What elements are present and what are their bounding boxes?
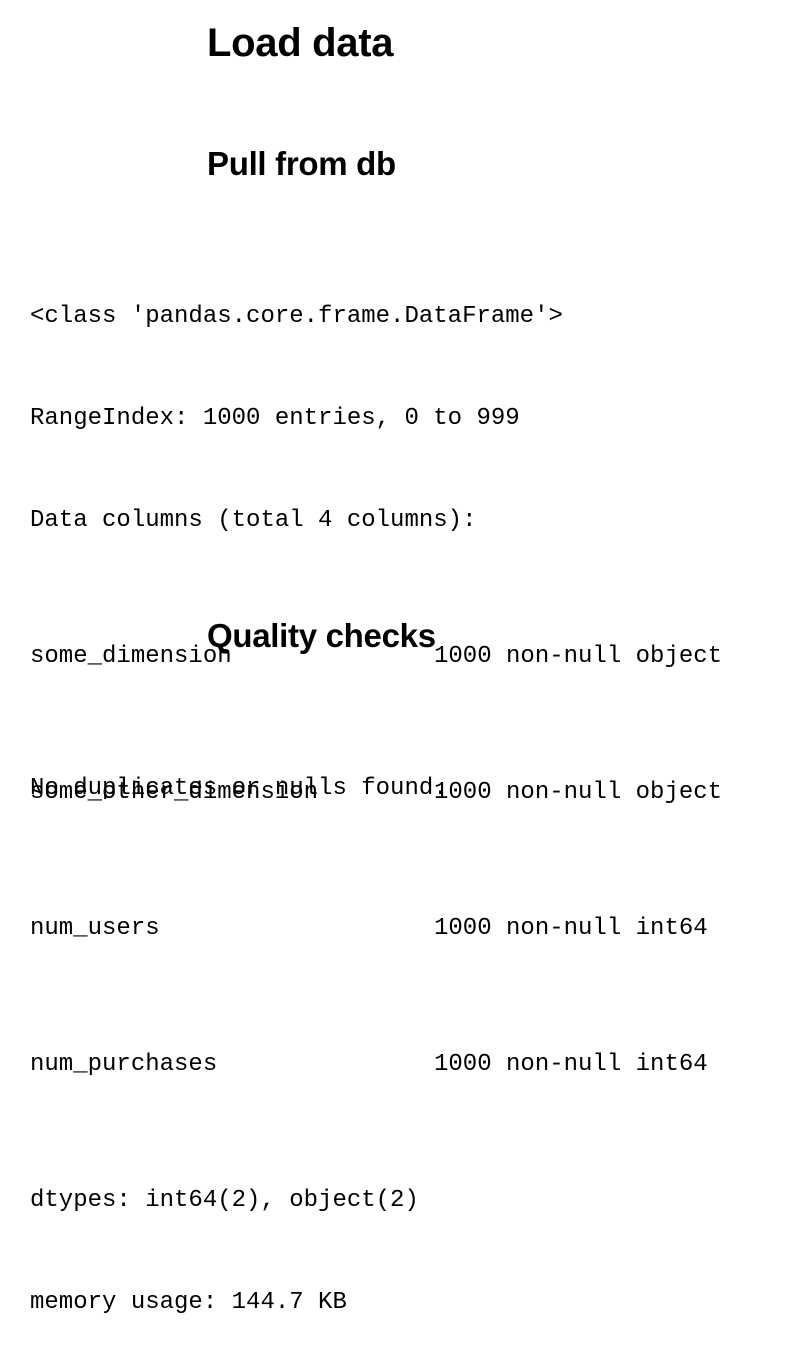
- quality-message: No duplicates or nulls found.: [30, 775, 448, 802]
- column-row: num_users 1000 non-null int64: [30, 912, 722, 946]
- column-count: 1000 non-null: [434, 643, 622, 670]
- class-line: <class 'pandas.core.frame.DataFrame'>: [30, 303, 563, 330]
- column-dtype: object: [635, 779, 723, 806]
- heading-load-data: Load data: [207, 21, 394, 65]
- columns-header-line: Data columns (total 4 columns):: [30, 507, 477, 534]
- column-dtype: object: [635, 643, 723, 670]
- column-count: 1000 non-null: [434, 779, 622, 806]
- column-name: num_purchases: [30, 1051, 218, 1078]
- column-name: some_dimension: [30, 643, 232, 670]
- quality-check-output: No duplicates or nulls found.: [30, 704, 448, 840]
- dtypes-line: dtypes: int64(2), object(2): [30, 1187, 419, 1214]
- memory-usage-line: memory usage: 144.7 KB: [30, 1289, 347, 1316]
- heading-quality-checks: Quality checks: [207, 617, 436, 654]
- heading-pull-from-db: Pull from db: [207, 145, 396, 182]
- column-count: 1000 non-null: [434, 1051, 622, 1078]
- column-dtype: int64: [635, 915, 708, 942]
- column-name: num_users: [30, 915, 160, 942]
- column-row: some_dimension 1000 non-null object: [30, 640, 722, 674]
- column-row: num_purchases 1000 non-null int64: [30, 1048, 722, 1082]
- column-count: 1000 non-null: [434, 915, 622, 942]
- column-dtype: int64: [635, 1051, 708, 1078]
- range-index-line: RangeIndex: 1000 entries, 0 to 999: [30, 405, 520, 432]
